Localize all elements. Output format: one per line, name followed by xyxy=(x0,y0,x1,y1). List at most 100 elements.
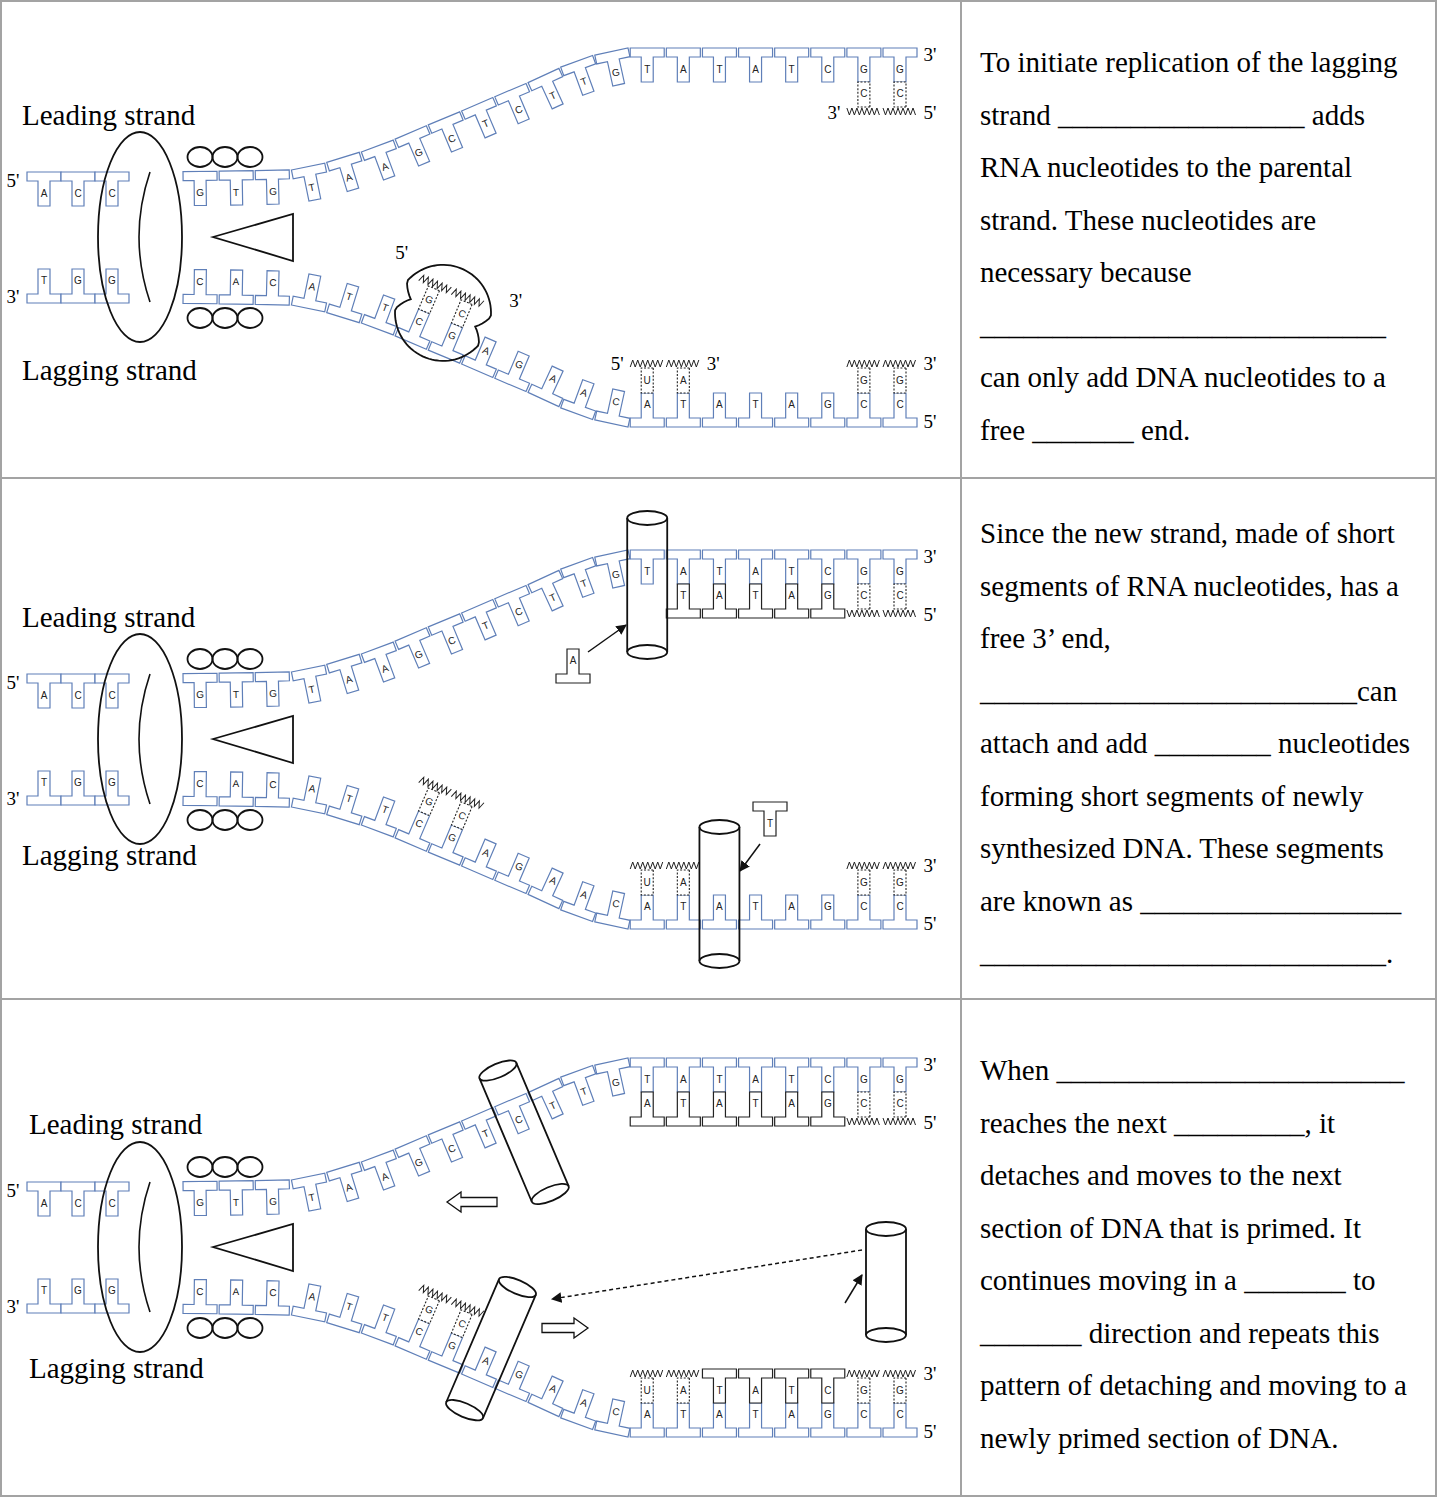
strand-label: Leading strand xyxy=(22,98,195,132)
nucleotide-outline xyxy=(811,393,845,427)
nucleotide-letter: G xyxy=(423,294,434,306)
dna-nucleotide xyxy=(847,1403,881,1437)
nucleotide-letter: T xyxy=(644,1075,650,1085)
nucleotide-letter: T xyxy=(789,1075,795,1085)
nucleotide-letter: T xyxy=(481,1129,491,1141)
nucleotide-outline xyxy=(327,1290,369,1332)
nucleotide-outline xyxy=(811,1369,845,1403)
nucleotide-outline xyxy=(702,1403,736,1437)
dna-strands xyxy=(27,1058,917,1437)
nucleotide-outline xyxy=(595,550,635,590)
nucleotide-outline xyxy=(811,1092,845,1126)
nucleotide-letter: A xyxy=(716,1410,723,1420)
nucleotide-outline xyxy=(858,1092,870,1117)
rna-backbone xyxy=(666,862,699,869)
nucleotide-outline xyxy=(677,870,689,895)
nucleotide-letter: T xyxy=(41,1286,47,1296)
dna-nucleotide xyxy=(811,393,845,427)
nucleotide-outline xyxy=(739,393,773,427)
dna-nucleotide xyxy=(219,270,254,305)
nucleotide-letter: A xyxy=(308,783,317,794)
strand-end-label: 3' xyxy=(6,1297,21,1316)
dna-nucleotide xyxy=(775,1369,809,1403)
nucleotide-letter: T xyxy=(308,685,316,696)
rna-backbone xyxy=(666,1370,699,1377)
dna-nucleotide xyxy=(255,1180,290,1215)
nucleotide-letter: T xyxy=(481,621,491,633)
rna-backbone xyxy=(630,862,663,869)
nucleotide-outline xyxy=(811,1403,845,1437)
dna-nucleotide xyxy=(255,170,290,205)
nucleotide-outline xyxy=(811,48,845,82)
nucleotide-letter: A xyxy=(345,173,354,185)
nucleotide-letter: A xyxy=(680,1075,687,1085)
nucleotide-letter: A xyxy=(644,1410,651,1420)
dna-nucleotide xyxy=(291,163,331,203)
nucleotide-letter: A xyxy=(788,902,795,912)
nucleotide-outline xyxy=(327,782,369,824)
strand-end-label: 3' xyxy=(6,789,21,808)
nucleotide-letter: T xyxy=(680,1410,686,1420)
nucleotide-letter: T xyxy=(580,76,589,87)
dna-nucleotide xyxy=(883,393,917,427)
polymerase-body xyxy=(627,518,667,652)
dna-nucleotide xyxy=(219,673,254,708)
dna-nucleotide xyxy=(327,654,369,696)
nucleotide-letter: C xyxy=(611,898,620,909)
strand-end-label: 3' xyxy=(706,354,721,373)
primase xyxy=(383,251,504,375)
nucleotide-outline xyxy=(775,1092,809,1126)
nucleotide-letter: T xyxy=(380,805,389,817)
nucleotide-letter: G xyxy=(513,359,524,371)
strand-label: Lagging strand xyxy=(22,353,197,387)
rna-backbone xyxy=(883,610,916,617)
dna-nucleotide xyxy=(291,272,331,312)
nucleotide-letter: A xyxy=(233,779,240,789)
nucleotide-outline xyxy=(894,584,906,609)
nucleotide-outline xyxy=(327,1162,369,1204)
nucleotide-letter: C xyxy=(860,400,867,410)
nucleotide-outline xyxy=(291,1173,331,1213)
nucleotide-letter: C xyxy=(824,1075,831,1085)
nucleotide-outline xyxy=(61,1279,95,1313)
movement-arrow xyxy=(588,625,626,652)
direction-arrow xyxy=(447,1192,497,1212)
rna-backbone xyxy=(847,1370,880,1377)
dna-nucleotide xyxy=(702,1058,736,1092)
nucleotide-letter: T xyxy=(752,591,758,601)
table-cell: Since the new strand, made of short segm… xyxy=(962,477,1437,998)
dna-nucleotide xyxy=(847,393,881,427)
nucleotide-outline xyxy=(61,771,95,805)
strand-guide xyxy=(128,303,960,427)
dna-nucleotide xyxy=(327,1162,369,1204)
nucleotide-outline xyxy=(894,368,906,393)
nucleotide-letter: G xyxy=(824,1410,832,1420)
nucleotide-letter: G xyxy=(896,1075,904,1085)
dna-nucleotide xyxy=(595,48,635,88)
dna-nucleotide xyxy=(775,584,809,618)
dna-nucleotide xyxy=(739,550,773,584)
nucleotide-letter: A xyxy=(680,376,687,386)
nucleotide-outline xyxy=(677,1378,689,1403)
nucleotide-letter: C xyxy=(896,1099,903,1109)
nucleotide-outline xyxy=(775,393,809,427)
dna-nucleotide xyxy=(27,269,61,303)
nucleotide-letter: T xyxy=(548,592,558,604)
rna-backbone xyxy=(451,288,484,307)
dna-nucleotide xyxy=(883,1403,917,1437)
strand-end-label: 5' xyxy=(610,354,625,373)
nucleotide-outline xyxy=(739,1058,773,1092)
nucleotide-letter: A xyxy=(41,1199,48,1209)
nucleotide-letter: C xyxy=(896,400,903,410)
nucleotide-letter: T xyxy=(789,1386,795,1396)
dna-nucleotide xyxy=(811,1369,845,1403)
nucleotide-letter: G xyxy=(196,188,204,198)
nucleotide-outline xyxy=(219,270,254,305)
nucleotide-outline xyxy=(219,1280,254,1315)
nucleotide-letter: A xyxy=(380,161,390,173)
nucleotide-letter: G xyxy=(108,778,116,788)
nucleotide-outline xyxy=(847,895,881,929)
dna-nucleotide xyxy=(739,1092,773,1126)
dna-nucleotide xyxy=(61,771,95,805)
nucleotide-outline xyxy=(61,674,95,708)
